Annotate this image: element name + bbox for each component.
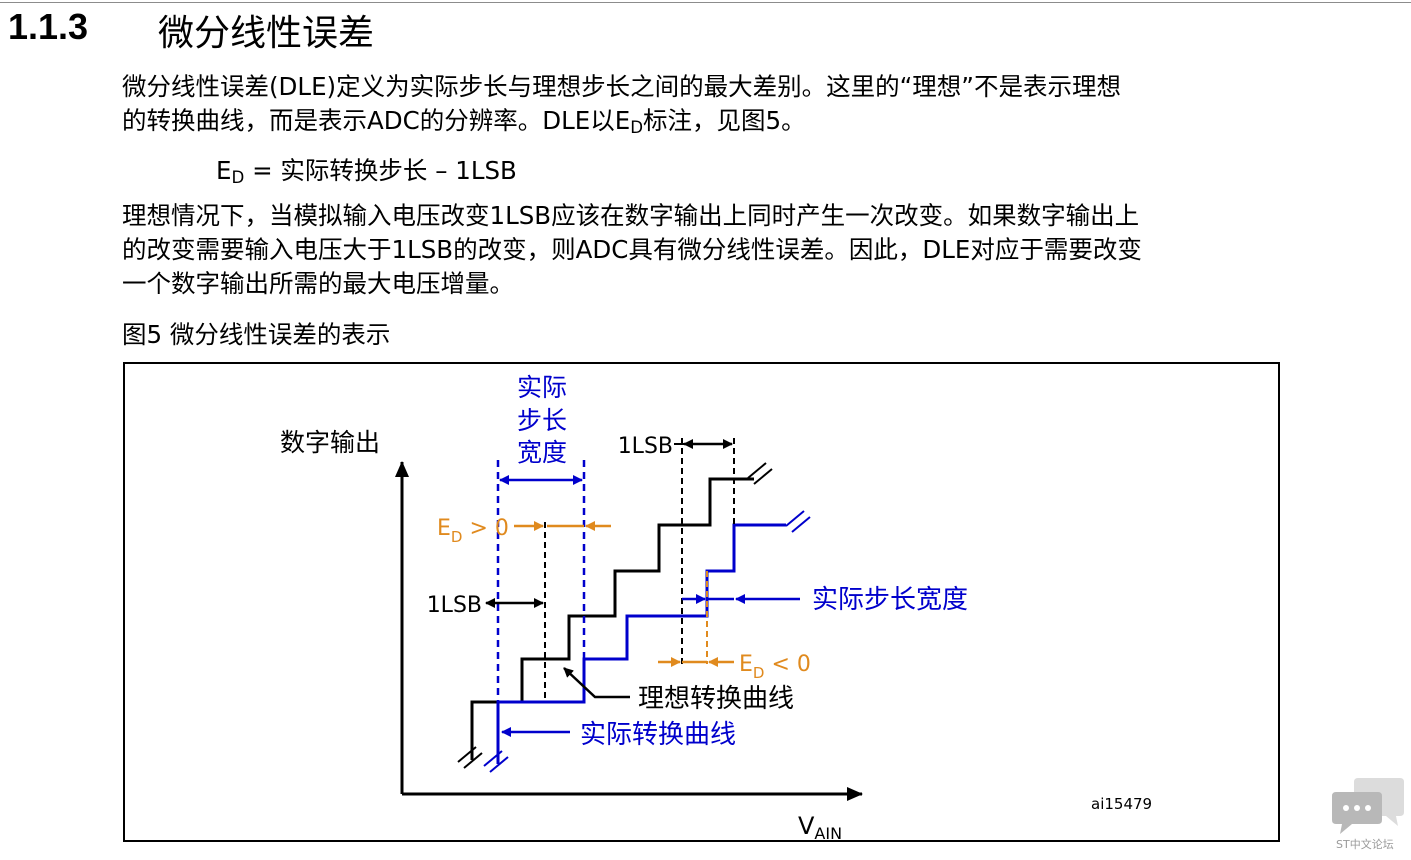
actual-step-width-label: 步长 xyxy=(517,406,567,435)
ideal-curve-pointer xyxy=(563,667,630,699)
ed-subscript: D xyxy=(753,664,765,682)
ed-e: E xyxy=(739,652,753,677)
actual-transfer-curve xyxy=(496,523,786,764)
break-mark xyxy=(457,746,477,763)
section-number: 1.1.3 xyxy=(8,6,89,47)
figure-caption: 图5 微分线性误差的表示 xyxy=(122,320,391,349)
paragraph-line: 的改变需要输入电压大于1LSB的改变，则ADC具有微分线性误差。因此，DLE对应… xyxy=(122,235,1142,264)
actual-step-width-label: 实际 xyxy=(517,373,567,402)
actual-step-width-label: 实际步长宽度 xyxy=(812,585,968,615)
paragraph-explanation: 理想情况下，当模拟输入电压改变1LSB应该在数字输出上同时产生一次改变。如果数字… xyxy=(122,199,1292,301)
ed-relation: < 0 xyxy=(764,652,810,677)
break-mark xyxy=(785,510,805,527)
y-axis-label: 数字输出 xyxy=(280,428,380,457)
break-mark xyxy=(753,468,773,485)
x-axis-v: V xyxy=(798,812,815,840)
figure-dle: 实际 步长 宽度 1LSB ED > 0 1LSB 实际步长宽度 ED < 0 … xyxy=(123,362,1280,843)
x-axis-label: VAIN xyxy=(798,812,842,843)
formula: ED = 实际转换步长 – 1LSB xyxy=(216,152,517,187)
lsb-label: 1LSB xyxy=(427,593,482,618)
figure-id: ai15479 xyxy=(1091,795,1152,813)
paragraph-definition: 微分线性误差(DLE)定义为实际步长与理想步长之间的最大差别。这里的“理想”不是… xyxy=(122,70,1292,138)
paragraph-line: 一个数字输出所需的最大电压增量。 xyxy=(122,269,514,298)
section-title: 微分线性误差 xyxy=(158,13,375,54)
paragraph-line: 微分线性误差(DLE)定义为实际步长与理想步长之间的最大差别。这里的“理想”不是… xyxy=(122,72,1121,101)
ed-subscript: D xyxy=(451,528,463,546)
ed-relation: > 0 xyxy=(462,516,508,541)
formula-rhs: = 实际转换步长 – 1LSB xyxy=(244,156,517,185)
break-mark xyxy=(747,462,767,479)
paragraph-line: 的转换曲线，而是表示ADC的分辨率。DLE以ED标注，见图5。 xyxy=(122,104,1292,138)
formula-subscript: D xyxy=(231,168,245,188)
figure-diagram: 实际 步长 宽度 1LSB ED > 0 1LSB 实际步长宽度 ED < 0 … xyxy=(280,373,1152,843)
x-axis-subscript: AIN xyxy=(814,824,842,843)
ed-positive-label: ED > 0 xyxy=(437,516,509,546)
ed-negative-label: ED < 0 xyxy=(739,652,811,682)
forum-chat-icon xyxy=(1332,778,1404,834)
top-rule xyxy=(0,2,1411,3)
ed-e: E xyxy=(437,516,451,541)
break-mark xyxy=(791,516,811,533)
actual-step-width-label: 宽度 xyxy=(517,438,567,467)
text-run: 标注，见图5。 xyxy=(643,106,806,135)
actual-curve-label: 实际转换曲线 xyxy=(580,720,736,750)
subscript: D xyxy=(630,118,644,138)
break-mark xyxy=(489,756,509,773)
ideal-transfer-curve xyxy=(470,477,754,760)
break-mark xyxy=(463,752,483,769)
ideal-curve-label: 理想转换曲线 xyxy=(638,684,794,714)
formula-lhs: E xyxy=(216,156,232,185)
lsb-label: 1LSB xyxy=(618,434,673,459)
paragraph-line: 理想情况下，当模拟输入电压改变1LSB应该在数字输出上同时产生一次改变。如果数字… xyxy=(122,201,1140,230)
forum-label: ST中文论坛 xyxy=(1336,838,1394,851)
text-run: 的转换曲线，而是表示ADC的分辨率。DLE以E xyxy=(122,106,631,135)
